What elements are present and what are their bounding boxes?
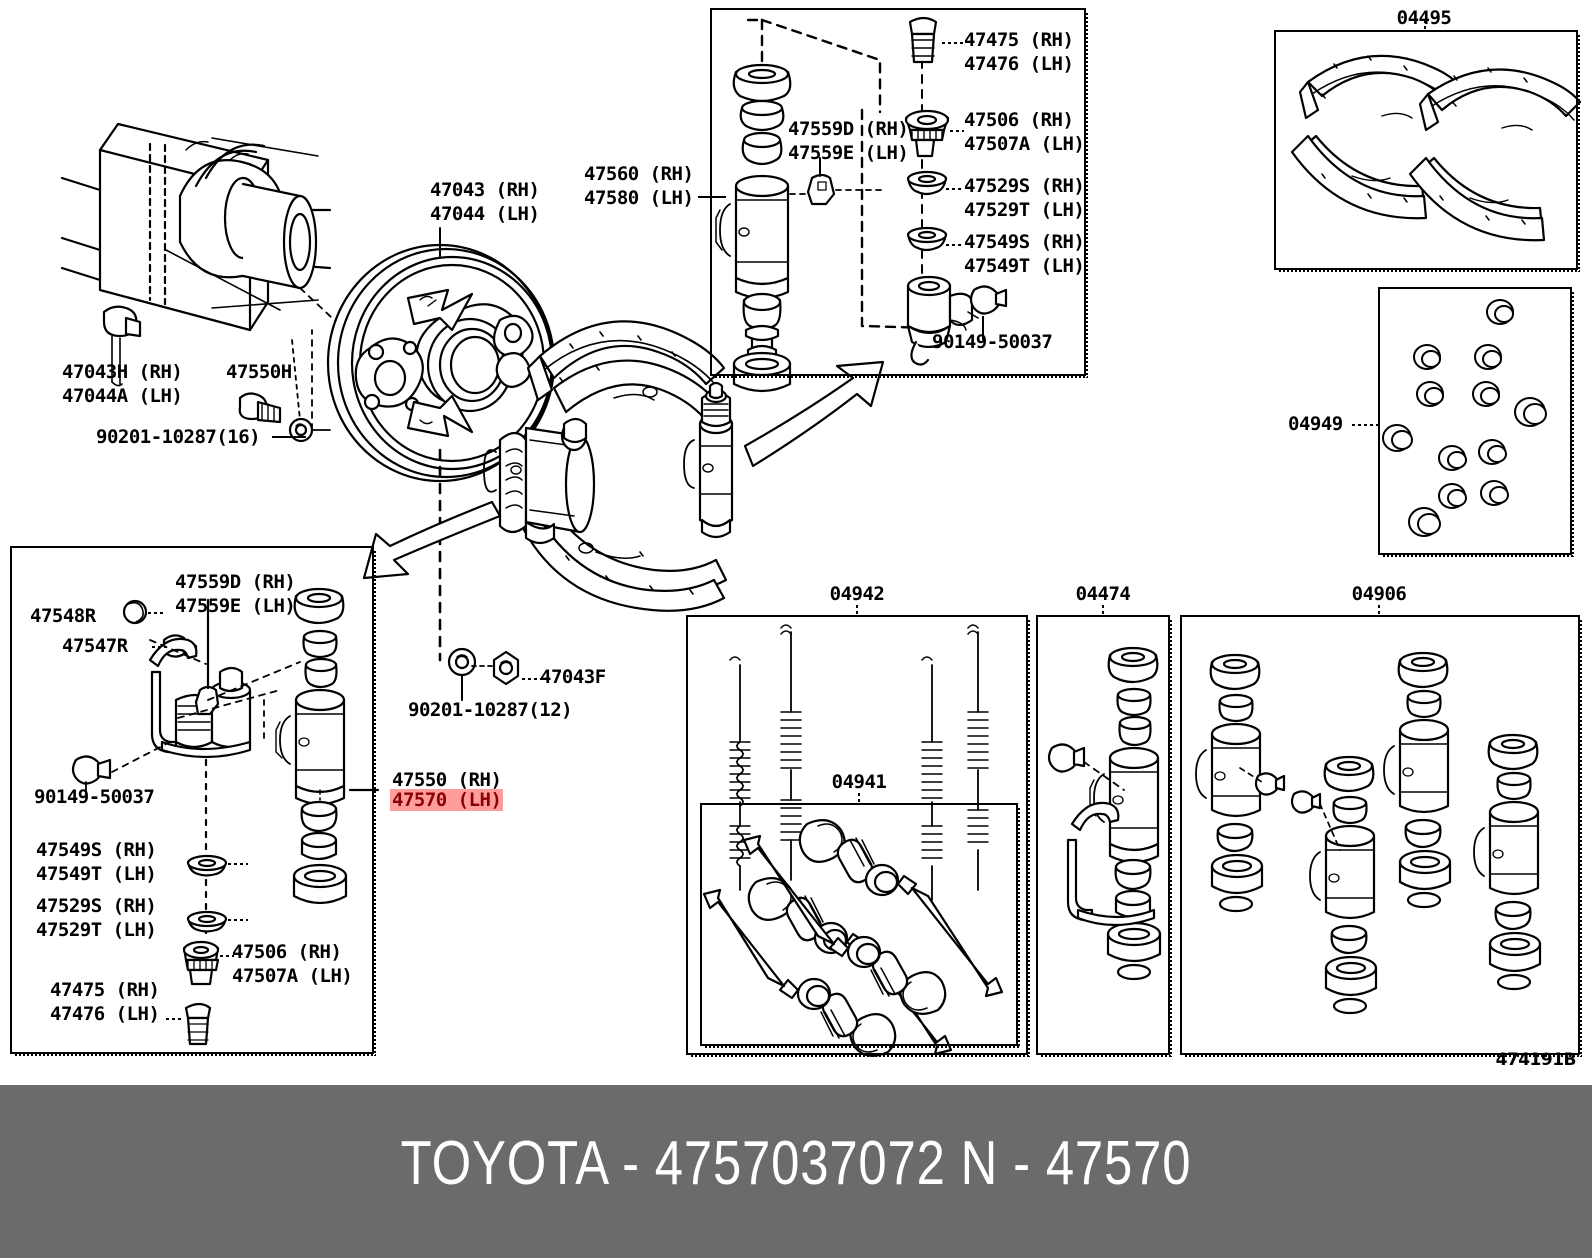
label-backing-plate: 47043 (RH) 47044 (LH) (430, 179, 540, 225)
footer-part-caption: TOYOTA - 4757037072 N - 47570 (400, 1129, 1192, 1198)
leader-04941 (858, 793, 860, 805)
label-04941: 04941 (831, 771, 887, 793)
label-47550H: 47550H (226, 361, 292, 383)
label-47043F: 47043F (540, 666, 606, 688)
leader-47548R (148, 612, 166, 614)
leader-90149-upper (982, 316, 984, 340)
label-47559-upper: 47559D (RH) 47559E (LH) (788, 118, 909, 164)
label-47529-lower: 47529S (RH) 47529T (LH) (36, 895, 157, 941)
label-04942: 04942 (829, 583, 885, 605)
label-47548R: 47548R (30, 605, 96, 627)
highlight-swatch: 47570 (LH) (390, 789, 504, 811)
label-47549-upper: 47549S (RH) 47549T (LH) (964, 231, 1085, 277)
label-47559-lower: 47559D (RH) 47559E (LH) (175, 571, 296, 617)
backing-plate-art (328, 245, 554, 481)
box-04906 (1180, 615, 1582, 1057)
brake-shoe-upper-art (528, 321, 724, 418)
footer-bar (0, 1085, 1592, 1258)
label-47570-lh-highlighted: 47570 (LH) (390, 788, 504, 812)
label-47043H: 47043H (RH) 47044A (LH) (62, 361, 183, 407)
leader-47043F (522, 678, 544, 680)
axle-housing-art (62, 124, 330, 330)
box-top-center (710, 8, 1088, 378)
label-90149-lower: 90149-50037 (34, 786, 155, 808)
label-47550-rh: 47550 (RH) (392, 769, 502, 791)
label-47560: 47560 (RH) 47580 (LH) (584, 163, 694, 209)
label-47475-lower: 47475 (RH) 47476 (LH) (50, 979, 160, 1025)
leader-04942 (856, 605, 858, 617)
box-04949 (1378, 287, 1574, 557)
leader-47529-upper (946, 188, 964, 190)
leader-47506-lower (220, 955, 234, 957)
leader-47549-lower (228, 863, 248, 865)
label-04495: 04495 (1396, 7, 1452, 29)
leader-47547R (152, 646, 166, 648)
leader-04949 (1352, 424, 1378, 426)
label-90149-upper: 90149-50037 (932, 331, 1053, 353)
label-47529-upper: 47529S (RH) 47529T (LH) (964, 175, 1085, 221)
leader-47529-lower (228, 919, 248, 921)
box-04495 (1274, 30, 1580, 272)
label-04906: 04906 (1351, 583, 1407, 605)
plate-nut-art (449, 649, 518, 700)
leader-04906 (1378, 605, 1380, 617)
leader-04495 (1424, 20, 1426, 32)
leader-47475-upper (942, 42, 964, 44)
box-bottom-left (10, 546, 376, 1056)
box-04474 (1036, 615, 1172, 1057)
label-90201-12: 90201-10287(12) (408, 699, 573, 721)
wheel-cylinder-center2-art (684, 383, 732, 537)
leader-90201-16 (272, 436, 306, 438)
wheel-cylinder-center-art (484, 419, 594, 543)
brake-shoe-lower-art (524, 508, 726, 611)
label-90201-16: 90201-10287(16) (96, 426, 261, 448)
box-04941 (700, 803, 1020, 1048)
leader-47560 (698, 196, 726, 198)
leader-04474 (1102, 605, 1104, 617)
leader-47506-upper (950, 130, 964, 132)
label-47506-upper: 47506 (RH) 47507A (LH) (964, 109, 1085, 155)
label-47547R: 47547R (62, 635, 128, 657)
arrow-to-lower-box (364, 502, 500, 578)
label-47549-lower: 47549S (RH) 47549T (LH) (36, 839, 157, 885)
leader-47549-upper (946, 244, 964, 246)
drawing-number: 474191B (1495, 1050, 1577, 1070)
label-04474: 04474 (1075, 583, 1131, 605)
label-47475-upper: 47475 (RH) 47476 (LH) (964, 29, 1074, 75)
label-47506-lower: 47506 (RH) 47507A (LH) (232, 941, 353, 987)
label-04949: 04949 (1288, 413, 1343, 435)
leader-47475-lower (166, 1018, 184, 1020)
